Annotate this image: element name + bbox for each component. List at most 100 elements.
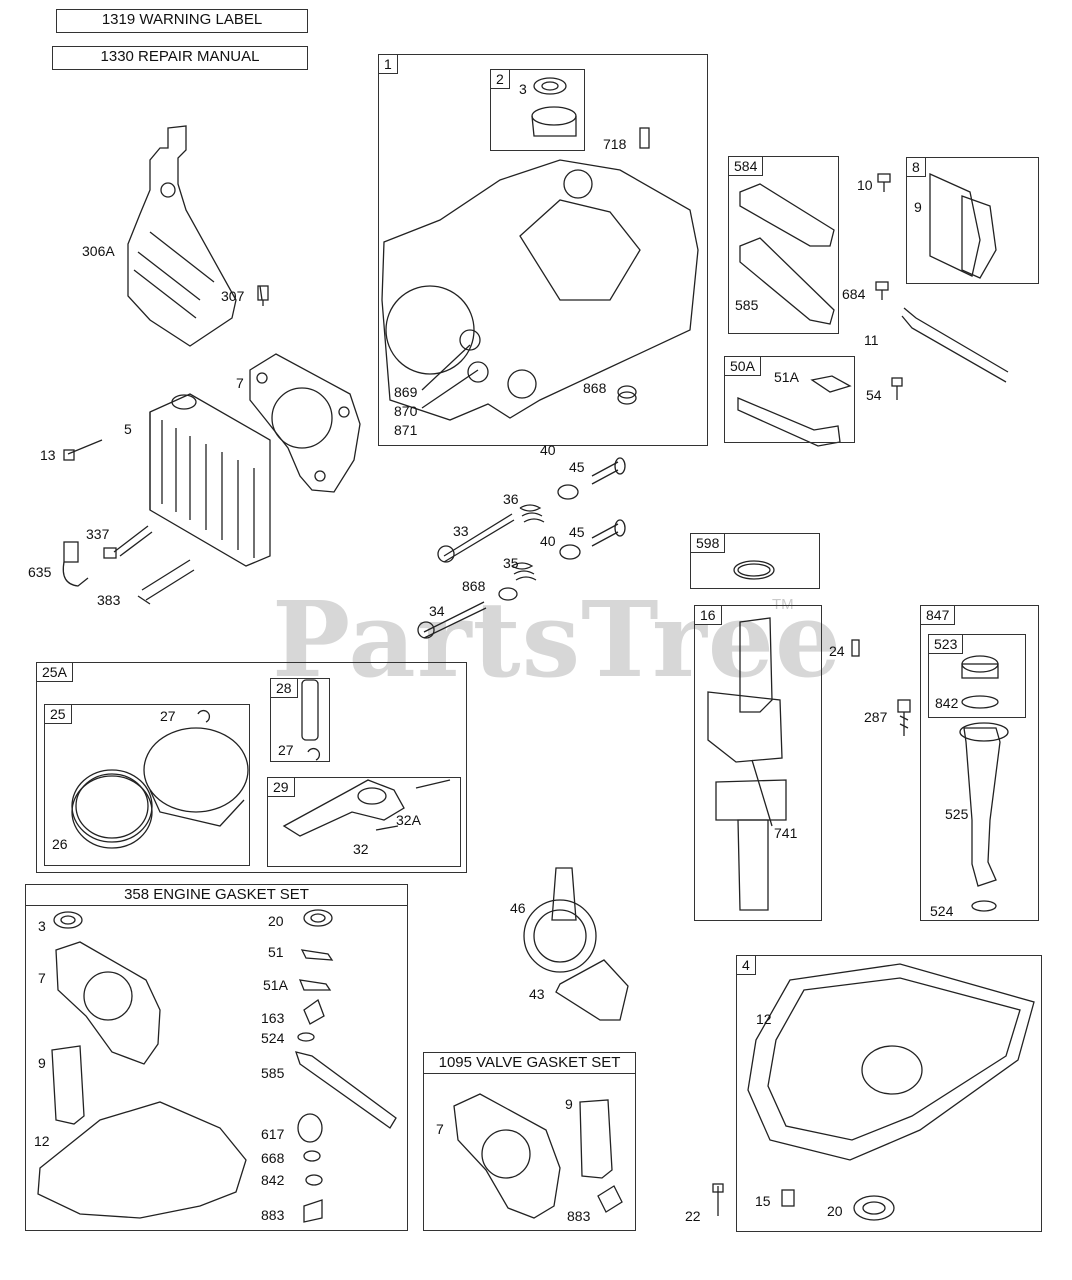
callout-13[interactable]: 13 [40, 447, 56, 463]
callout-22[interactable]: 22 [685, 1208, 701, 1224]
plug-15-drawing [781, 1189, 795, 1207]
gasket-set-callout-9[interactable]: 9 [38, 1055, 46, 1071]
wrist-pin-kit-box[interactable]: 28 [270, 678, 330, 762]
callout-43[interactable]: 43 [529, 986, 545, 1002]
valve-gasket-set-callout-883[interactable]: 883 [567, 1208, 591, 1224]
callout-9[interactable]: 9 [914, 199, 922, 215]
valve-cover-gasket-kit-box[interactable]: 584 [728, 156, 839, 334]
callout-741[interactable]: 741 [774, 825, 798, 841]
callout-3[interactable]: 3 [519, 81, 527, 97]
callout-12[interactable]: 12 [756, 1011, 772, 1027]
callout-383[interactable]: 383 [97, 592, 121, 608]
piston-rings-drawing [71, 769, 153, 849]
callout-869[interactable]: 869 [394, 384, 418, 400]
callout-10[interactable]: 10 [857, 177, 873, 193]
connecting-rod-kit-box[interactable]: 29 [267, 777, 461, 867]
cylinder-kit-box[interactable]: 1 [378, 54, 708, 446]
gasket-set-callout-20[interactable]: 20 [268, 913, 284, 929]
callout-27-piston[interactable]: 27 [160, 708, 176, 724]
gasket-set-callout-524[interactable]: 524 [261, 1030, 285, 1046]
callout-26[interactable]: 26 [52, 836, 68, 852]
valve-cover-kit-box[interactable]: 8 [906, 157, 1039, 284]
callout-871[interactable]: 871 [394, 422, 418, 438]
kit-number-tag: 25A [36, 662, 73, 682]
gasket-set-callout-163[interactable]: 163 [261, 1010, 285, 1026]
callout-718[interactable]: 718 [603, 136, 627, 152]
oil-seal-ring-kit-box[interactable]: 598 [690, 533, 820, 589]
callout-870[interactable]: 870 [394, 403, 418, 419]
callout-868-seal[interactable]: 868 [583, 380, 607, 396]
oring-842-drawing [961, 695, 999, 709]
callout-24[interactable]: 24 [829, 643, 845, 659]
breather-tube-kit-box[interactable]: 50A [724, 356, 855, 443]
cylinder-head-drawing [149, 393, 271, 567]
crankshaft-kit-box[interactable]: 16 [694, 605, 822, 921]
gasket-set-callout-51[interactable]: 51 [268, 944, 284, 960]
callout-524[interactable]: 524 [930, 903, 954, 919]
engine-gasket-set-title: 358 ENGINE GASKET SET [25, 884, 408, 906]
gasket-set-callout-51a[interactable]: 51A [263, 977, 288, 993]
gasket-set-callout-617[interactable]: 617 [261, 1126, 285, 1142]
callout-45-upper[interactable]: 45 [569, 459, 585, 475]
callout-337[interactable]: 337 [86, 526, 110, 542]
callout-54[interactable]: 54 [866, 387, 882, 403]
gasket-set-callout-3[interactable]: 3 [38, 918, 46, 934]
dipstick-kit-box[interactable]: 523 [928, 634, 1026, 718]
valve-gasket-set-callout-7[interactable]: 7 [436, 1121, 444, 1137]
seal-20-drawing [853, 1195, 895, 1221]
gasket-set-callout-12[interactable]: 12 [34, 1133, 50, 1149]
kit-number-tag: 25 [44, 704, 72, 724]
callout-36[interactable]: 36 [503, 491, 519, 507]
callout-684[interactable]: 684 [842, 286, 866, 302]
callout-585[interactable]: 585 [735, 297, 759, 313]
gasket-set-callout-7[interactable]: 7 [38, 970, 46, 986]
kit-number-tag: 523 [928, 634, 964, 654]
repair-manual-title[interactable]: 1330 REPAIR MANUAL [52, 46, 308, 70]
callout-27-pin[interactable]: 27 [278, 742, 294, 758]
callout-45-lower[interactable]: 45 [569, 524, 585, 540]
callout-35[interactable]: 35 [503, 555, 519, 571]
valve-gasket-set-callout-9[interactable]: 9 [565, 1096, 573, 1112]
gasket-set-callout-585[interactable]: 585 [261, 1065, 285, 1081]
callout-842[interactable]: 842 [935, 695, 959, 711]
breather-tube-11-drawing [901, 307, 1009, 383]
dipstick-tube-drawing [959, 722, 1009, 887]
gasket-set-callout-883[interactable]: 883 [261, 1207, 285, 1223]
spark-plug-drawing [103, 525, 153, 559]
connecting-rod-drawing [282, 779, 451, 837]
callout-635[interactable]: 635 [28, 564, 52, 580]
valve-cover-gaskets-drawing [739, 183, 835, 325]
callout-32a[interactable]: 32A [396, 812, 421, 828]
callout-40-lower[interactable]: 40 [540, 533, 556, 549]
callout-287[interactable]: 287 [864, 709, 888, 725]
callout-868-valve[interactable]: 868 [462, 578, 486, 594]
engine-gasket-set-box[interactable]: 358 ENGINE GASKET SET [25, 884, 408, 1231]
callout-51a[interactable]: 51A [774, 369, 799, 385]
callout-15[interactable]: 15 [755, 1193, 771, 1209]
piston-kit-box[interactable]: 25 [44, 704, 250, 866]
callout-33[interactable]: 33 [453, 523, 469, 539]
callout-307[interactable]: 307 [221, 288, 245, 304]
screw-54-drawing [891, 377, 903, 400]
callout-525[interactable]: 525 [945, 806, 969, 822]
gasket-set-callout-668[interactable]: 668 [261, 1150, 285, 1166]
warning-label-title[interactable]: 1319 WARNING LABEL [56, 9, 308, 33]
kit-number-tag: 2 [490, 69, 510, 89]
callout-46[interactable]: 46 [510, 900, 526, 916]
key-24-drawing [851, 639, 860, 657]
valve-gasket-set-box[interactable]: 1095 VALVE GASKET SET [423, 1052, 636, 1231]
crankcase-cover-kit-box[interactable]: 4 [736, 955, 1042, 1232]
callout-20[interactable]: 20 [827, 1203, 843, 1219]
callout-11[interactable]: 11 [864, 332, 879, 348]
callout-32[interactable]: 32 [353, 841, 369, 857]
callout-40-upper[interactable]: 40 [540, 442, 556, 458]
bearing-kit-box[interactable]: 2 [490, 69, 585, 151]
camshaft-drawing [523, 867, 597, 973]
callout-34[interactable]: 34 [429, 603, 445, 619]
piston-assembly-kit-box[interactable]: 25A [36, 662, 467, 873]
callout-7[interactable]: 7 [236, 375, 244, 391]
callout-5[interactable]: 5 [124, 421, 132, 437]
callout-306a[interactable]: 306A [82, 243, 115, 259]
gasket-set-callout-842[interactable]: 842 [261, 1172, 285, 1188]
dipstick-tube-kit-box[interactable]: 847 [920, 605, 1039, 921]
